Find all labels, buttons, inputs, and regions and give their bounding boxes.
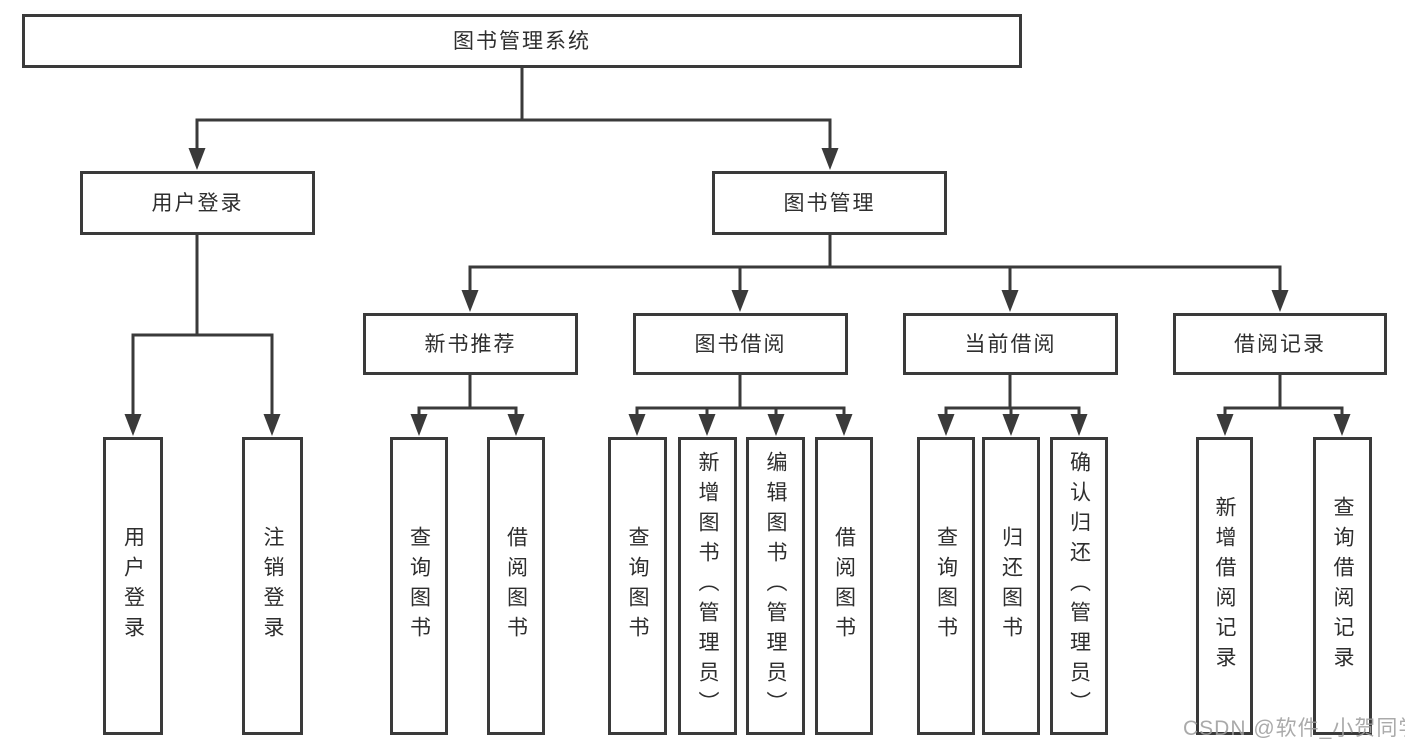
leaf-query-borrow-record: 查询借阅记录 <box>1313 437 1372 735</box>
leaf-borrow-books: 借阅图书 <box>815 437 873 735</box>
node-current-borrow: 当前借阅 <box>903 313 1118 375</box>
leaf-edit-books-admin: 编辑图书（管理员） <box>746 437 805 735</box>
leaf-recommend-query-books: 查询图书 <box>390 437 448 735</box>
node-borrow-record: 借阅记录 <box>1173 313 1387 375</box>
leaf-add-borrow-record: 新增借阅记录 <box>1196 437 1253 735</box>
node-book-borrow: 图书借阅 <box>633 313 848 375</box>
node-library-system: 图书管理系统 <box>22 14 1022 68</box>
leaf-recommend-borrow-books: 借阅图书 <box>487 437 545 735</box>
leaf-user-login: 用户登录 <box>103 437 163 735</box>
node-book-management: 图书管理 <box>712 171 947 235</box>
node-new-book-recommend: 新书推荐 <box>363 313 578 375</box>
leaf-logout: 注销登录 <box>242 437 303 735</box>
leaf-return-books: 归还图书 <box>982 437 1040 735</box>
node-user-login: 用户登录 <box>80 171 315 235</box>
leaf-borrow-query-books: 查询图书 <box>608 437 667 735</box>
arrowhead-icons <box>124 148 1351 436</box>
leaf-add-books-admin: 新增图书（管理员） <box>678 437 737 735</box>
watermark: CSDN @软件_小贺同学 <box>1183 717 1405 740</box>
leaf-confirm-return-admin: 确认归还（管理员） <box>1050 437 1108 735</box>
leaf-current-query-books: 查询图书 <box>917 437 975 735</box>
tree-edges <box>131 68 1344 419</box>
